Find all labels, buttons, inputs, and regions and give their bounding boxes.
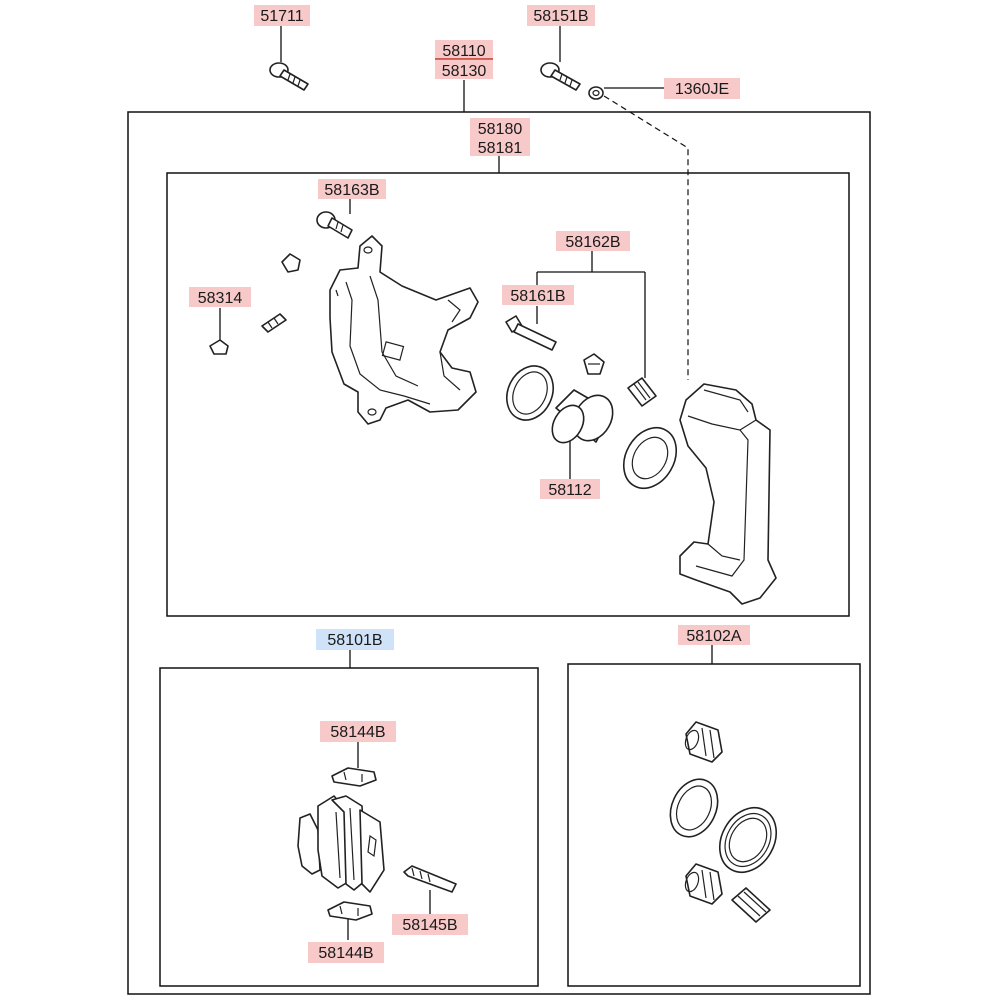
seal-kit-frame [567,663,861,987]
guide-bolt-58163B-icon [316,211,353,239]
seal-kit-bushing-icon [731,887,771,923]
svg-text:58163B: 58163B [324,182,379,199]
caliper-assembly-frame [127,111,871,995]
washer-1360JE-icon [588,86,604,100]
label-58101B[interactable]: 58101B [316,629,394,650]
label-58314[interactable]: 58314 [189,287,251,307]
label-58181[interactable]: 58181 [470,137,530,157]
bleeder-cap-58314-icon [209,339,229,355]
guide-pin-58161B-icon [505,315,557,351]
svg-text:58162B: 58162B [565,234,620,251]
seal-kit-boot-top-icon [684,721,723,763]
pad-clip-top-icon [331,767,377,787]
label-58163B[interactable]: 58163B [318,179,386,199]
wear-indicator-58145B-icon [403,865,457,893]
label-51711[interactable]: 51711 [254,5,310,26]
pad-kit-frame [159,667,539,987]
svg-text:58145B: 58145B [402,917,457,934]
pin-boot-icon [583,353,605,375]
label-58180[interactable]: 58180 [470,118,530,138]
caliper-carrier-icon [679,383,777,605]
label-58151B[interactable]: 58151B [527,5,595,26]
bleeder-screw-icon [261,313,287,333]
svg-text:1360JE: 1360JE [675,81,729,98]
caliper-housing-icon [329,235,479,425]
pad-clip-bottom-icon [327,901,373,921]
label-58145B[interactable]: 58145B [392,914,468,935]
svg-text:58110: 58110 [442,43,485,60]
caliper-body-frame [166,172,850,617]
svg-text:58144B: 58144B [318,945,373,962]
piston-seal-icon [506,365,554,421]
seal-kit-dust-boot-icon [718,807,778,873]
label-58162B[interactable]: 58162B [556,231,630,251]
svg-text:58161B: 58161B [510,288,565,305]
brake-pads-icon [297,795,385,893]
label-58112[interactable]: 58112 [540,479,600,499]
label-58110[interactable]: 58110 [435,40,493,60]
bolt-58151B-icon [540,62,581,91]
svg-text:58102A: 58102A [686,628,741,645]
dust-boot-icon [622,427,678,489]
svg-text:58144B: 58144B [330,724,385,741]
svg-text:58180: 58180 [478,121,523,138]
leader-lines [219,26,713,940]
svg-text:51711: 51711 [260,8,303,25]
label-1360JE[interactable]: 1360JE [664,78,740,99]
bushing-icon [627,377,657,407]
label-58144B-bottom[interactable]: 58144B [308,942,384,963]
svg-text:58181: 58181 [478,140,523,157]
svg-text:58101B: 58101B [327,632,382,649]
label-58102A[interactable]: 58102A [678,625,750,645]
label-58144B-top[interactable]: 58144B [320,721,396,742]
seal-kit-boot-bottom-icon [684,863,723,905]
svg-text:58112: 58112 [548,482,591,499]
svg-text:58314: 58314 [198,290,243,307]
svg-text:58151B: 58151B [533,8,588,25]
label-58130[interactable]: 58130 [435,60,493,80]
dust-cap-icon [281,253,301,273]
svg-text:58130: 58130 [442,63,487,80]
piston-58112-icon [551,389,614,444]
bolt-51711-icon [269,62,309,91]
seal-kit-ring-icon [669,778,719,838]
label-58161B[interactable]: 58161B [502,285,574,305]
